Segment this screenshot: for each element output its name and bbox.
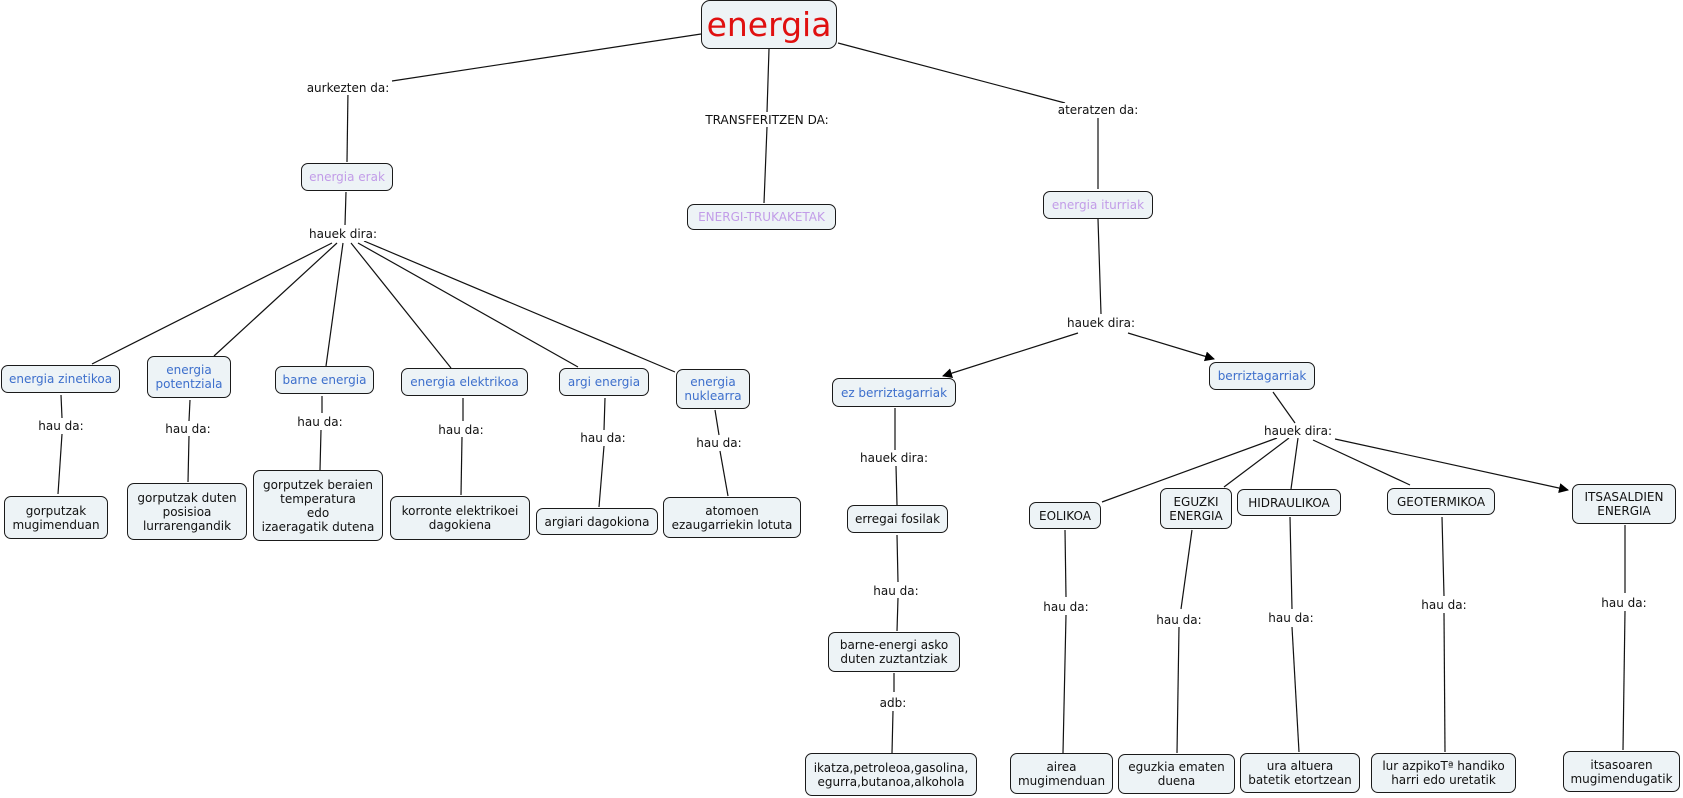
node-zinetikoa-definition[interactable]: gorputzak mugimenduan bbox=[4, 496, 108, 539]
line-hauek-nuklearra bbox=[363, 240, 676, 373]
node-energia-elektrikoa[interactable]: energia elektrikoa bbox=[401, 368, 528, 396]
node-argi-energia[interactable]: argi energia bbox=[559, 368, 649, 396]
link-label-ateratzen-da: ateratzen da: bbox=[1056, 103, 1140, 117]
line-root-ateratzen bbox=[837, 42, 1066, 104]
link-label-hau-da: hau da: bbox=[1042, 600, 1090, 614]
link-label-hau-da: hau da: bbox=[695, 436, 743, 450]
node-energia-erak[interactable]: energia erak bbox=[301, 163, 393, 191]
link-label-adb: adb: bbox=[878, 696, 908, 710]
arrow-ez-berriztagarriak bbox=[942, 332, 1079, 379]
node-potentziala-definition[interactable]: gorputzak duten posisioa lurrarengandik bbox=[127, 483, 247, 540]
root-node-energia[interactable]: energia bbox=[701, 0, 837, 49]
line-root-aurkezten bbox=[391, 33, 702, 82]
line-berri-eguzki bbox=[1223, 437, 1290, 488]
line-berri-geotermikoa bbox=[1312, 439, 1411, 486]
line-transferitzen-truk bbox=[763, 126, 768, 204]
node-geotermikoa[interactable]: GEOTERMIKOA bbox=[1387, 488, 1495, 515]
link-label-hau-da: hau da: bbox=[1420, 598, 1468, 612]
arrow-itsasaldien bbox=[1334, 438, 1569, 493]
line-hauek-barne bbox=[325, 242, 344, 367]
line-berri-hidraulikoa bbox=[1290, 437, 1299, 490]
link-label-hauek-dira-iturriak: hauek dira: bbox=[1066, 316, 1136, 330]
line-hauek-argi bbox=[357, 242, 579, 368]
node-argi-definition[interactable]: argiari dagokiona bbox=[536, 508, 658, 535]
line-hauek-potentziala bbox=[213, 242, 338, 357]
arrow-berriztagarriak bbox=[1127, 332, 1215, 362]
link-label-hau-da: hau da: bbox=[1267, 611, 1315, 625]
node-berriztagarriak[interactable]: berriztagarriak bbox=[1209, 362, 1315, 390]
link-label-aurkezten-da: aurkezten da: bbox=[305, 81, 391, 95]
node-energi-trukaketak[interactable]: ENERGI-TRUKAKETAK bbox=[687, 204, 836, 230]
node-energia-iturriak[interactable]: energia iturriak bbox=[1043, 191, 1153, 219]
link-label-hau-da: hau da: bbox=[579, 431, 627, 445]
link-label-hau-da: hau da: bbox=[1155, 613, 1203, 627]
link-label-transferitzen-da: TRANSFERITZEN DA: bbox=[704, 113, 830, 127]
node-barne-energi-asko[interactable]: barne-energi asko duten zuztantziak bbox=[828, 632, 960, 672]
link-label-hauek-dira-erak: hauek dira: bbox=[308, 227, 378, 241]
link-label-hau-da: hau da: bbox=[296, 415, 344, 429]
line-erak-hauek bbox=[344, 191, 347, 226]
line-aurkezten-erak bbox=[346, 89, 349, 163]
line-hauek-elektrikoa bbox=[350, 242, 452, 369]
link-label-hauek-dira-berri: hauek dira: bbox=[1263, 424, 1333, 438]
link-label-hau-da: hau da: bbox=[437, 423, 485, 437]
link-label-hau-da: hau da: bbox=[37, 419, 85, 433]
node-energia-potentziala[interactable]: energia potentziala bbox=[147, 356, 231, 398]
node-erregai-fosilak[interactable]: erregai fosilak bbox=[847, 505, 948, 533]
node-eguzki-energia[interactable]: EGUZKI ENERGIA bbox=[1160, 488, 1232, 529]
line-iturriak-hauek bbox=[1097, 218, 1102, 315]
node-barne-definition[interactable]: gorputzek beraien temperatura edo izaera… bbox=[253, 470, 383, 541]
node-eguzki-definition[interactable]: eguzkia ematen duena bbox=[1118, 754, 1235, 794]
line-berri-eolikoa bbox=[1101, 437, 1278, 503]
line-hauek-zinetikoa bbox=[91, 242, 333, 365]
node-itsasaldien-definition[interactable]: itsasoaren mugimendugatik bbox=[1563, 751, 1680, 792]
link-label-hau-da: hau da: bbox=[1600, 596, 1648, 610]
node-eolikoa[interactable]: EOLIKOA bbox=[1029, 502, 1101, 529]
line-root-transferitzen bbox=[766, 48, 770, 113]
node-hidraulikoa-definition[interactable]: ura altuera batetik etortzean bbox=[1240, 753, 1360, 793]
node-energia-zinetikoa[interactable]: energia zinetikoa bbox=[1, 365, 120, 393]
link-label-hauek-dira-ez: hauek dira: bbox=[859, 451, 929, 465]
node-adibideak[interactable]: ikatza,petroleoa,gasolina, egurra,butano… bbox=[805, 753, 977, 796]
node-barne-energia[interactable]: barne energia bbox=[275, 366, 374, 394]
node-hidraulikoa[interactable]: HIDRAULIKOA bbox=[1237, 489, 1341, 516]
link-label-hau-da: hau da: bbox=[872, 584, 920, 598]
node-ez-berriztagarriak[interactable]: ez berriztagarriak bbox=[832, 378, 956, 407]
node-energia-nuklearra[interactable]: energia nuklearra bbox=[676, 369, 750, 409]
node-eolikoa-definition[interactable]: airea mugimenduan bbox=[1010, 753, 1113, 794]
link-label-hau-da: hau da: bbox=[164, 422, 212, 436]
node-itsasaldien-energia[interactable]: ITSASALDIEN ENERGIA bbox=[1572, 484, 1676, 524]
node-geotermikoa-definition[interactable]: lur azpikoTª handiko harri edo uretatik bbox=[1371, 753, 1516, 793]
node-nuklearra-definition[interactable]: atomoen ezaugarriekin lotuta bbox=[663, 497, 801, 538]
node-elektrikoa-definition[interactable]: korronte elektrikoei dagokiena bbox=[390, 496, 530, 540]
